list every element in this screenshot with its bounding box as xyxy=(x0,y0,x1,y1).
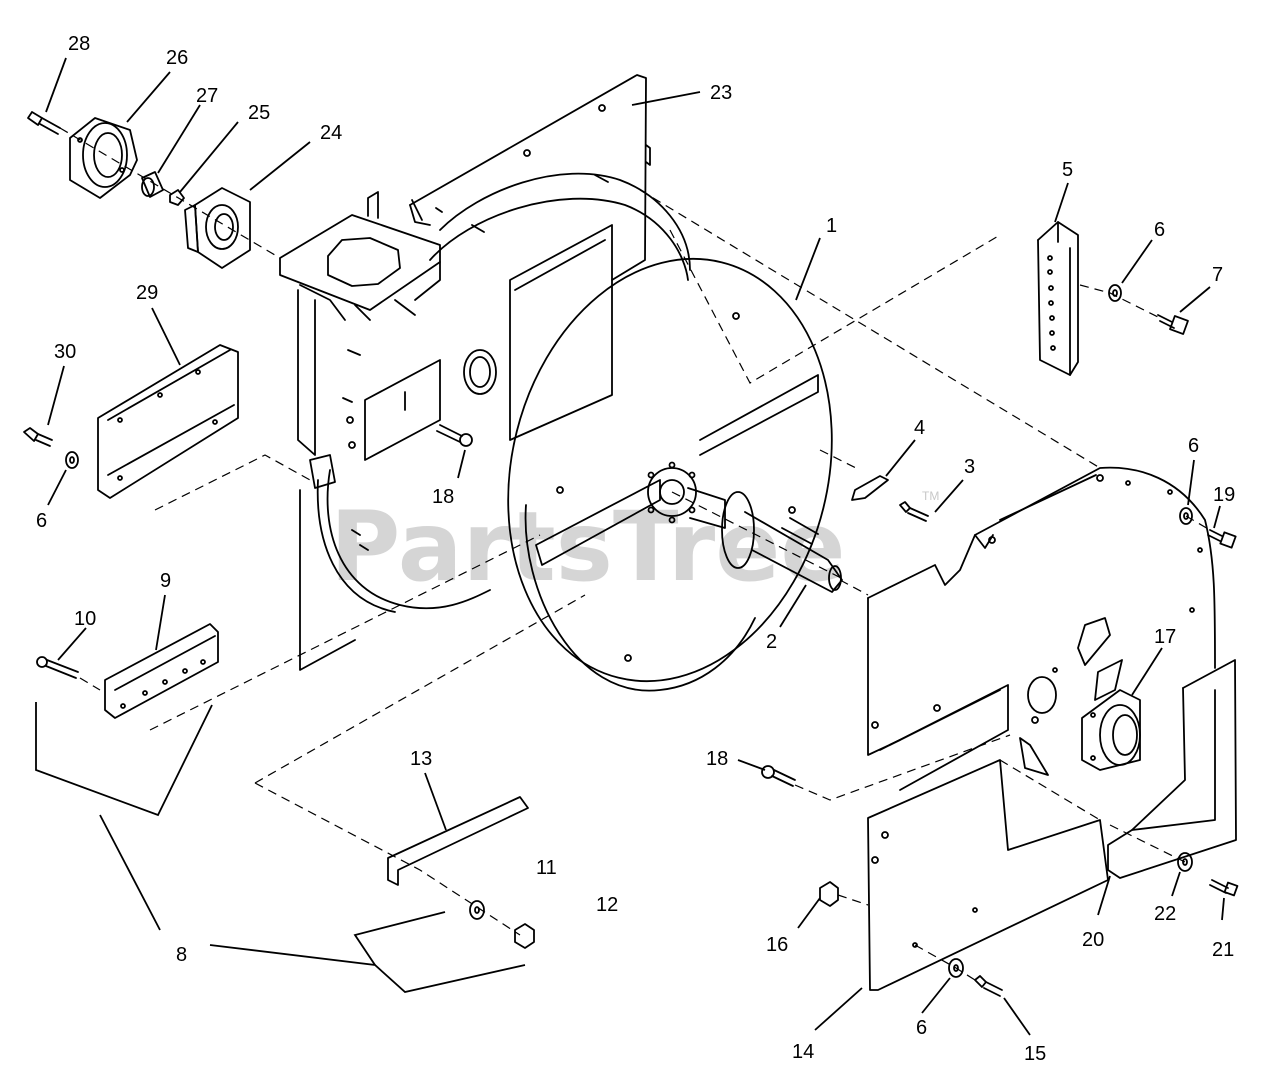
callout-7: 7 xyxy=(1212,264,1223,286)
part-29-plate xyxy=(97,344,239,499)
part-26-flange xyxy=(69,117,138,199)
callout-6-left: 6 xyxy=(36,510,47,532)
callout-3: 3 xyxy=(964,456,975,478)
part-1-fan-disc xyxy=(507,257,833,692)
callout-12: 12 xyxy=(596,894,618,916)
bolt-18-upper xyxy=(436,424,473,447)
bolt-19 xyxy=(1207,529,1237,549)
callout-14: 14 xyxy=(792,1041,814,1063)
part-13-strip xyxy=(387,796,529,886)
callout-29: 29 xyxy=(136,282,158,304)
part-23-rear-plate xyxy=(409,74,651,281)
leader-lines xyxy=(35,57,1225,1036)
callout-23: 23 xyxy=(710,82,732,104)
callout-19: 19 xyxy=(1213,484,1235,506)
callout-27: 27 xyxy=(196,85,218,107)
bolt-30 xyxy=(23,427,53,447)
callout-28: 28 xyxy=(68,33,90,55)
bolt-15 xyxy=(974,975,1003,997)
callout-8: 8 xyxy=(176,944,187,966)
callout-22: 22 xyxy=(1154,903,1176,925)
bolt-7 xyxy=(1157,314,1189,335)
washer-11 xyxy=(469,900,485,920)
callout-9: 9 xyxy=(160,570,171,592)
callouts: 28 26 27 25 24 23 1 5 6 7 29 30 6 18 4 3… xyxy=(36,33,1235,1065)
part-9-bar xyxy=(104,623,219,719)
callout-2: 2 xyxy=(766,631,777,653)
part-25-nut xyxy=(169,189,185,206)
assembly-lines xyxy=(59,127,1211,981)
bolt-21 xyxy=(1209,879,1239,897)
washer-6-right xyxy=(1179,507,1193,525)
callout-18-upper: 18 xyxy=(432,486,454,508)
washer-6-left xyxy=(65,451,79,469)
callout-13: 13 xyxy=(410,748,432,770)
callout-21: 21 xyxy=(1212,939,1234,961)
callout-17: 17 xyxy=(1154,626,1176,648)
callout-6-top: 6 xyxy=(1154,219,1165,241)
callout-5: 5 xyxy=(1062,159,1073,181)
bolt-3 xyxy=(899,501,929,522)
callout-15: 15 xyxy=(1024,1043,1046,1065)
part-27-spacer xyxy=(141,171,164,198)
watermark-brand: PartsTree xyxy=(330,491,845,603)
callout-4: 4 xyxy=(914,417,925,439)
part-4-plate xyxy=(851,475,889,501)
callout-18-lower: 18 xyxy=(706,748,728,770)
callout-10: 10 xyxy=(74,608,96,630)
part-24-bearing-flange xyxy=(184,187,251,269)
nut-16 xyxy=(819,881,839,907)
washer-22 xyxy=(1177,852,1193,872)
callout-6-bottom: 6 xyxy=(916,1017,927,1039)
watermark: PartsTree TM xyxy=(330,489,939,603)
callout-20: 20 xyxy=(1082,929,1104,951)
part-17-bearing xyxy=(1081,689,1141,771)
callout-30: 30 xyxy=(54,341,76,363)
callout-26: 26 xyxy=(166,47,188,69)
bolt-10 xyxy=(36,656,79,679)
callout-25: 25 xyxy=(248,102,270,124)
callout-24: 24 xyxy=(320,122,342,144)
part-20-bracket xyxy=(1107,659,1237,879)
chute-base-plate xyxy=(279,191,441,321)
callout-11: 11 xyxy=(536,857,557,879)
washer-6-bottom xyxy=(948,958,964,978)
bolt-28 xyxy=(27,111,61,135)
callout-16: 16 xyxy=(766,934,788,956)
left-side-panel xyxy=(297,289,441,671)
part-5-angle-bracket xyxy=(1037,221,1079,376)
callout-6-right: 6 xyxy=(1188,435,1199,457)
watermark-trademark: TM xyxy=(922,489,939,503)
part-14-front-plate xyxy=(867,759,1109,991)
callout-1: 1 xyxy=(826,215,837,237)
housing-drum xyxy=(316,172,691,613)
right-side-panel xyxy=(867,466,1216,791)
bolt-18-lower xyxy=(761,765,796,787)
nut-12 xyxy=(514,923,535,949)
part-2-shaft xyxy=(687,487,843,593)
